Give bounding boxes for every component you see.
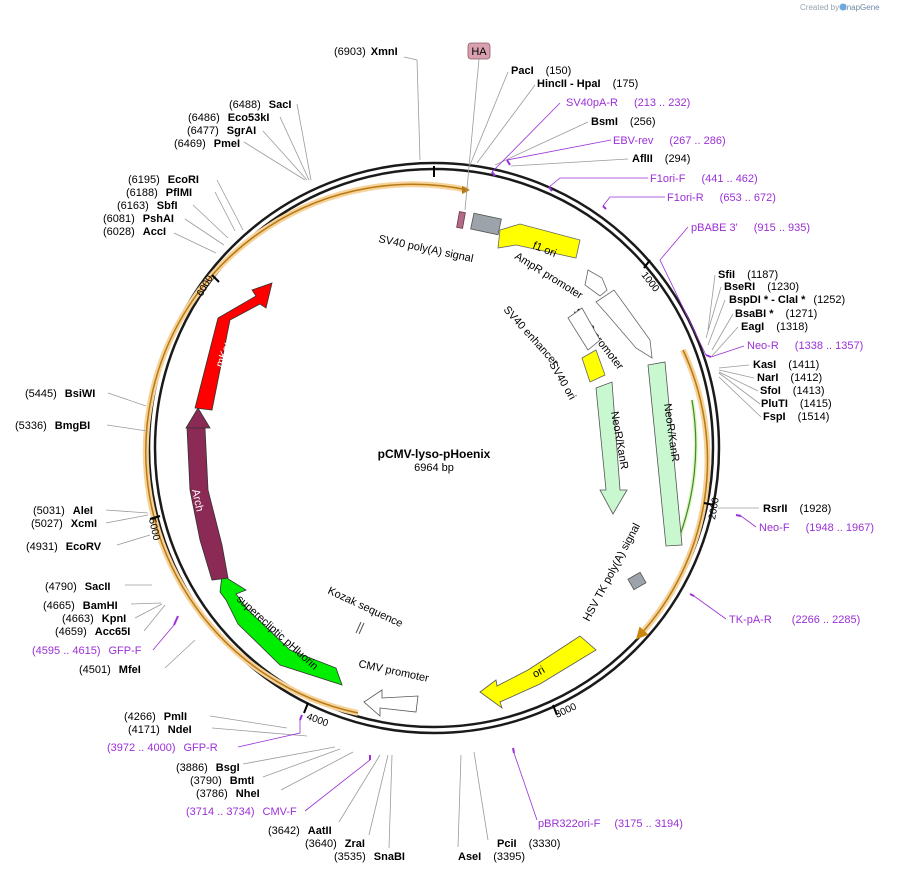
site-bspdi-clai: BspDI * - ClaI *(1252)	[729, 294, 845, 306]
feature-cmv-promoter[interactable]: CMV promoter	[357, 658, 430, 717]
site-acc65i: (4659)Acc65I	[55, 626, 130, 638]
tick-marks	[149, 166, 715, 716]
orange-arcs	[142, 181, 711, 716]
feature-f1-ori[interactable]: f1 ori	[497, 223, 581, 260]
svg-text:SV40 enhancer: SV40 enhancer	[501, 304, 561, 369]
svg-text:Arch: Arch	[189, 488, 205, 513]
leader-lines	[105, 56, 762, 849]
site-pluti: PluTI(1415)	[761, 398, 832, 410]
svg-text:1000: 1000	[639, 270, 662, 295]
primer-f1ori-r: F1ori-R(653 .. 672)	[667, 192, 776, 204]
site-pmli: (4266)PmlI	[124, 711, 187, 723]
svg-text:SV40 ori: SV40 ori	[546, 360, 577, 403]
site-fspi: FspI(1514)	[763, 411, 829, 423]
svg-text:ori: ori	[531, 664, 548, 681]
plasmid-name: pCMV-lyso-pHoenix	[378, 447, 491, 461]
site-nhei: (3786)NheI	[196, 788, 260, 800]
primer-f1ori-f: F1ori-F(441 .. 462)	[650, 173, 758, 185]
site-bseri: BseRI(1230)	[724, 281, 799, 293]
feature-hsv-tk-polya-signal[interactable]: HSV TK poly(A) signal	[581, 521, 647, 623]
snapgene-logo-icon	[839, 3, 847, 11]
site-xmni: (6903)XmnI	[334, 46, 398, 58]
site-kpni: (4663)KpnI	[62, 613, 126, 625]
svg-text:5000: 5000	[146, 517, 161, 541]
site-xcmi: (5027)XcmI	[31, 518, 97, 530]
site-saci: (6488)SacI	[229, 99, 291, 111]
site-pshai: (6081)PshAI	[103, 213, 174, 225]
site-sacii: (4790)SacII	[45, 581, 110, 593]
site-rsrii: RsrII(1928)	[763, 503, 831, 515]
credit-text: Created by SnapGene	[800, 3, 880, 12]
site-kasi: KasI(1411)	[753, 359, 819, 371]
primer-neo-f: Neo-F(1948 .. 1967)	[759, 522, 874, 534]
site-bsgi: (3886)BsgI	[176, 762, 240, 774]
primer-tk-pa-r: TK-pA-R(2266 .. 2285)	[729, 614, 860, 626]
site-bsiwi: (5445)BsiWI	[25, 388, 95, 400]
site-bmti: (3790)BmtI	[190, 775, 254, 787]
arc-arrowhead	[462, 186, 470, 194]
plasmid-length: 6964 bp	[414, 462, 454, 474]
site-asei: AseI(3395)	[458, 851, 525, 863]
svg-text:Kozak sequence: Kozak sequence	[326, 585, 405, 630]
site-eagi: EagI(1318)	[741, 321, 808, 333]
site-snabi: (3535)SnaBI	[334, 851, 405, 863]
site-sfii: SfiI(1187)	[718, 269, 778, 281]
site-bsmi: BsmI(256)	[591, 116, 656, 128]
site-pcii: PciI(3330)	[497, 838, 560, 850]
primer-gfp-f: (4595 .. 4615)GFP-F	[32, 645, 142, 657]
site-ecori: (6195)EcoRI	[128, 174, 199, 186]
site-sbfi: (6163)SbfI	[117, 200, 178, 212]
feature-superecliptic-phluorin[interactable]: superecliptic pHluorin	[219, 574, 343, 686]
primer-cmv-f: (3714 .. 3734)CMV-F	[186, 806, 297, 818]
site-eco53ki: (6486)Eco53kI	[188, 112, 269, 124]
site-sfoi: SfoI(1413)	[760, 385, 825, 397]
svg-text:SV40 poly(A) signal: SV40 poly(A) signal	[377, 233, 474, 265]
site-mfei: (4501)MfeI	[79, 664, 141, 676]
feature-sv40-polya-signal[interactable]: SV40 poly(A) signal	[377, 212, 502, 265]
svg-text:AmpR promoter: AmpR promoter	[512, 250, 584, 301]
primer-pbr322ori-f: pBR322ori-F(3175 .. 3194)	[538, 818, 683, 830]
primer-ebv-rev: EBV-rev(267 .. 286)	[613, 135, 726, 147]
primer-pbabe-3: pBABE 3'(915 .. 935)	[691, 222, 810, 234]
feature-ha[interactable]: HA	[456, 42, 491, 229]
site-ndei: (4171)NdeI	[128, 724, 192, 736]
feature-mkate2[interactable]: mKate2	[194, 282, 273, 411]
primer-sv40pa-r: SV40pA-R(213 .. 232)	[566, 97, 690, 109]
primer-gfp-r: (3972 .. 4000)GFP-R	[107, 742, 218, 754]
site-zrai: (3640)ZraI	[305, 838, 365, 850]
svg-text:CMV promoter: CMV promoter	[357, 658, 430, 685]
svg-text:HA: HA	[471, 46, 487, 58]
restriction-site-labels: (6903)XmnI PacI(150) HincII - HpaI(175) …	[15, 46, 845, 863]
site-bamhi: (4665)BamHI	[43, 600, 118, 612]
primer-leader-lines	[152, 102, 757, 821]
primer-neo-r: Neo-R(1338 .. 1357)	[747, 340, 863, 352]
site-bsabi: BsaBI *(1271)	[735, 308, 817, 320]
site-paci: PacI(150)	[511, 65, 571, 77]
site-pmei: (6469)PmeI	[174, 138, 240, 150]
feature-ampr-promoter[interactable]: AmpR promoter	[512, 250, 608, 302]
site-alei: (5031)AleI	[33, 505, 93, 517]
feature-ori[interactable]: ori	[479, 635, 597, 710]
svg-text:4000: 4000	[305, 711, 330, 729]
primer-marks	[173, 159, 742, 760]
site-aatii: (3642)AatII	[268, 825, 332, 837]
site-pflmi: (6188)PflMI	[126, 187, 192, 199]
svg-text:2000: 2000	[707, 496, 722, 520]
feature-kozak-sequence[interactable]: Kozak sequence	[326, 585, 405, 635]
primer-labels: SV40pA-R(213 .. 232) EBV-rev(267 .. 286)…	[32, 97, 874, 830]
site-acci: (6028)AccI	[103, 226, 166, 238]
svg-text:HSV TK poly(A) signal: HSV TK poly(A) signal	[581, 521, 643, 623]
site-bmgbi: (5336)BmgBI	[15, 420, 90, 432]
feature-neor-kanr-outer[interactable]: NeoR/KanR	[647, 361, 683, 547]
site-sgrai: (6477)SgrAI	[187, 125, 256, 137]
feature-neor-kanr-inner[interactable]: NeoR/KanR	[595, 381, 630, 515]
backbone-outer-ring	[147, 161, 721, 735]
site-ecorv: (4931)EcoRV	[26, 541, 102, 553]
site-nari: NarI(1412)	[757, 372, 822, 384]
site-hincii-hpai: HincII - HpaI(175)	[537, 78, 638, 90]
feature-arch[interactable]: Arch	[185, 407, 229, 581]
site-aflii: AflII(294)	[632, 153, 690, 165]
